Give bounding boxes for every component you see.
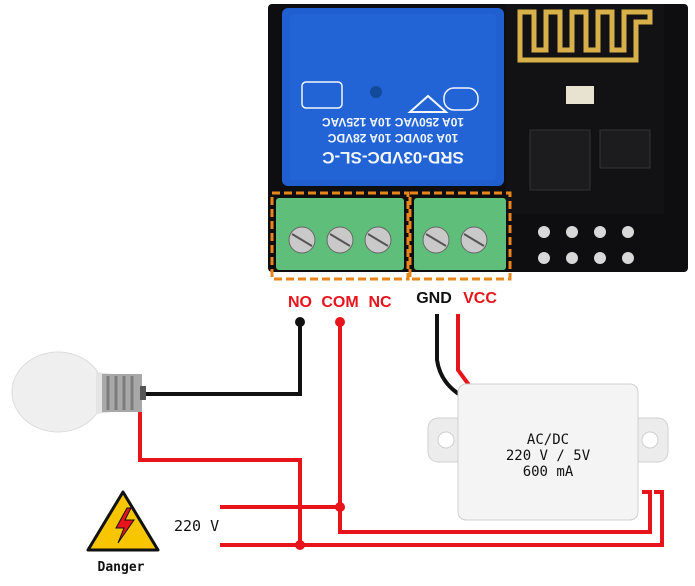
junctions xyxy=(295,317,345,550)
triangle-mark-icon xyxy=(407,94,449,113)
junction-com xyxy=(335,317,345,327)
relay-component: SRD-03VDC-SL-C 10A 30VDC 10A 28VDC 10A 2… xyxy=(282,8,504,186)
main-chip xyxy=(529,129,591,191)
high-voltage-warning-icon xyxy=(86,490,160,552)
wire-com-to-supply xyxy=(338,322,652,534)
relay-rating-1: 10A 30VDC 10A 28VDC xyxy=(327,131,458,145)
terminal-block-power xyxy=(414,198,506,270)
wire-lamp-to-mains xyxy=(138,396,302,545)
relay-module: SRD-03VDC-SL-C 10A 30VDC 10A 28VDC 10A 2… xyxy=(268,4,688,281)
light-bulb-icon xyxy=(11,351,146,433)
label-gnd: GND xyxy=(416,290,452,307)
wire-no-to-lamp xyxy=(142,322,302,396)
relay-screw xyxy=(370,86,382,98)
wire-gnd xyxy=(435,314,474,406)
power-terminals-highlight xyxy=(408,191,512,281)
junction-no xyxy=(295,317,305,327)
crystal xyxy=(566,86,594,104)
header-pins xyxy=(538,226,634,264)
relay-terminals-highlight xyxy=(270,191,410,281)
supply-line-2: 220 V / 5V xyxy=(506,448,591,464)
ul-mark-icon xyxy=(301,81,343,109)
terminal-block-relay xyxy=(276,198,404,270)
supply-body xyxy=(457,383,639,521)
wire-mains-neutral xyxy=(220,490,664,547)
mains-voltage-label: 220 V xyxy=(174,517,219,535)
power-supply: AC/DC 220 V / 5V 600 mA xyxy=(427,383,669,521)
flash-chip xyxy=(599,129,651,169)
label-com: COM xyxy=(321,294,358,311)
antenna-trace xyxy=(517,9,653,63)
relay-rating-2: 10A 250VAC 10A 125VAC xyxy=(322,115,464,129)
junction-mains-bottom xyxy=(295,540,305,550)
relay-model-text: SRD-03VDC-SL-C xyxy=(322,148,464,167)
danger-label: Danger xyxy=(98,560,145,575)
label-vcc: VCC xyxy=(463,290,497,307)
junction-mains-top xyxy=(335,502,345,512)
cqc-mark-icon xyxy=(443,87,479,111)
wifi-module xyxy=(506,4,664,214)
label-no: NO xyxy=(288,294,312,311)
label-nc: NC xyxy=(368,294,392,311)
supply-line-1: AC/DC xyxy=(527,432,569,448)
supply-line-3: 600 mA xyxy=(523,464,574,480)
